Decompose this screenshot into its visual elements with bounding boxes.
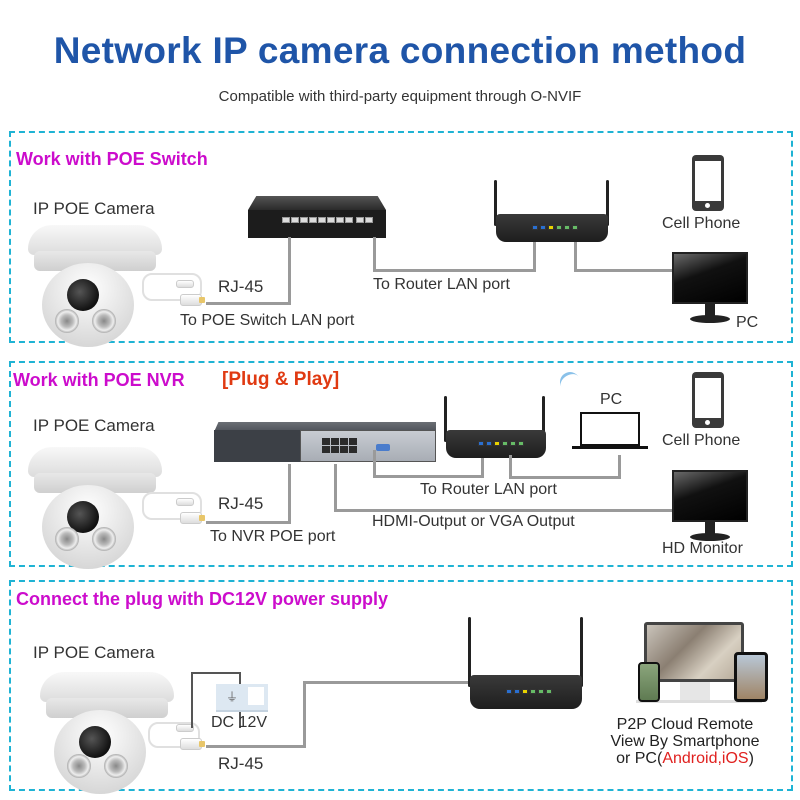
page-title: Network IP camera connection method (53, 30, 747, 71)
laptop-label: PC (600, 391, 623, 408)
cable-label: RJ-45 (218, 754, 264, 773)
wire-nvr-router (373, 450, 484, 478)
camera-label: IP POE Camera (33, 416, 155, 435)
monitor-label: HD Monitor (662, 540, 743, 557)
wire-camera-switch (206, 237, 291, 305)
switch-icon (248, 196, 386, 238)
panel-poe-nvr (9, 361, 793, 567)
platforms-highlight: Android,iOS (662, 750, 749, 767)
panel-poe-switch (9, 131, 793, 343)
wire-nvr-monitor (334, 464, 674, 512)
monitor-icon (672, 470, 748, 544)
router-icon (466, 617, 586, 709)
router-link-label: To Router LAN port (373, 276, 510, 293)
p2p-line-3-prefix: or PC( (616, 750, 663, 767)
multi-device-icon (630, 622, 768, 710)
p2p-line-2: View By Smartphone (610, 733, 760, 750)
wire-to-router (303, 681, 475, 684)
camera-icon (32, 672, 182, 794)
cable-label: RJ-45 (218, 277, 264, 296)
nvr-port-label: To NVR POE port (210, 528, 336, 545)
p2p-line-3-suffix: ) (748, 750, 754, 767)
phone-label: Cell Phone (662, 432, 741, 449)
panel-heading: Connect the plug with DC12V power supply (16, 589, 389, 609)
camera-cable (142, 492, 202, 520)
wire-router-pc (574, 242, 674, 272)
nvr-icon (214, 422, 436, 468)
wire-camera-rj45 (206, 681, 306, 748)
router-link-label: To Router LAN port (420, 481, 557, 498)
dc-plug-icon (176, 724, 194, 732)
rj45-plug-icon (180, 294, 205, 306)
rj45-plug-icon (180, 512, 205, 524)
phone-icon (692, 372, 724, 428)
dc-plug-icon (176, 280, 194, 288)
video-output-label: HDMI-Output or VGA Output (372, 513, 575, 530)
monitor-icon (672, 252, 748, 326)
p2p-description: P2P Cloud Remote View By Smartphone or P… (602, 716, 768, 767)
camera-cable (142, 273, 202, 301)
wire-camera-nvr (206, 464, 291, 524)
power-label: DC 12V (211, 714, 268, 731)
router-icon (492, 180, 612, 244)
wire-switch-router (373, 237, 536, 272)
panel-dc12v (9, 580, 793, 791)
phone-icon (692, 155, 724, 211)
plug-and-play-tag: [Plug & Play] (222, 369, 340, 390)
wire-router-laptop (509, 455, 621, 479)
camera-icon (20, 225, 170, 347)
power-adapter-icon: ⏚ (216, 684, 268, 712)
panel-heading: Work with POE Switch (16, 149, 208, 169)
dc-plug-icon (176, 498, 194, 506)
cable-label: RJ-45 (218, 494, 264, 513)
pc-label: PC (736, 314, 759, 331)
phone-label: Cell Phone (662, 215, 741, 232)
laptop-icon (572, 412, 648, 452)
camera-icon (20, 447, 170, 569)
page-subtitle: Compatible with third-party equipment th… (218, 88, 582, 105)
switch-port-label: To POE Switch LAN port (180, 312, 355, 329)
camera-label: IP POE Camera (33, 643, 155, 662)
p2p-line-1: P2P Cloud Remote (616, 716, 754, 733)
rj45-plug-icon (180, 738, 205, 750)
p2p-line-3: or PC(Android,iOS) (602, 750, 768, 767)
camera-cable (148, 722, 200, 748)
panel-heading: Work with POE NVR (13, 370, 185, 390)
router-icon (442, 396, 562, 460)
camera-label: IP POE Camera (33, 199, 155, 218)
